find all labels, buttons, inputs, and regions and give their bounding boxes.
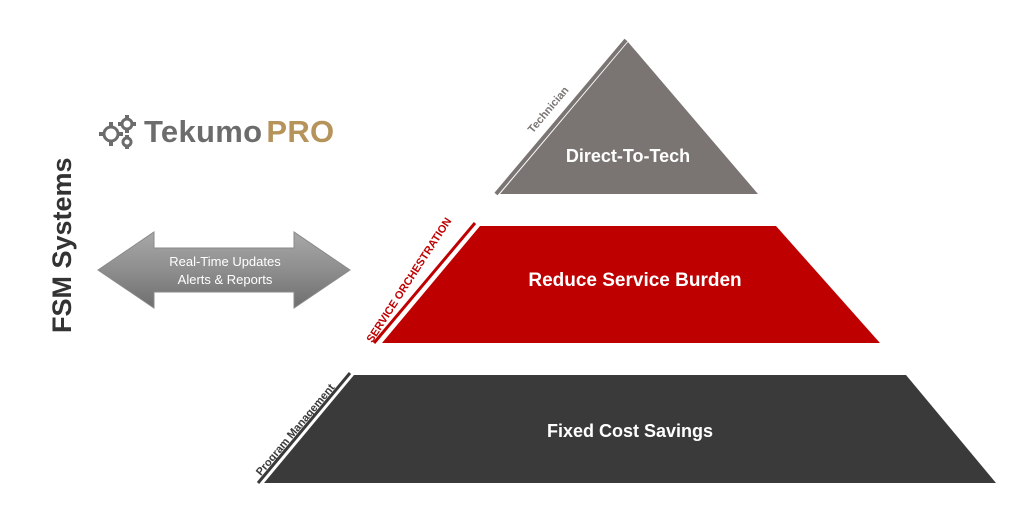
tier-top-edge (494, 38, 628, 196)
tier-middle-shape (382, 226, 880, 343)
arrow-line-1: Real-Time Updates (169, 254, 281, 269)
logo-text-tekumo: Tekumo (144, 114, 263, 149)
tier-middle-edge (372, 222, 477, 344)
logo-text-pro: PRO (266, 114, 335, 149)
double-arrow-shape (97, 231, 351, 309)
arrow-line-2: Alerts & Reports (177, 272, 273, 287)
tier-bottom-shape (264, 375, 996, 483)
tier-bottom-label: Fixed Cost Savings (547, 421, 713, 441)
tier-bottom-edge (256, 372, 352, 484)
tier-top-label: Direct-To-Tech (566, 146, 690, 166)
gears-icon (99, 115, 136, 149)
tier-top-shape (500, 42, 758, 194)
arrow-text: Real-Time Updates Alerts & Reports (150, 253, 300, 289)
tier-middle-label: Reduce Service Burden (528, 270, 741, 291)
